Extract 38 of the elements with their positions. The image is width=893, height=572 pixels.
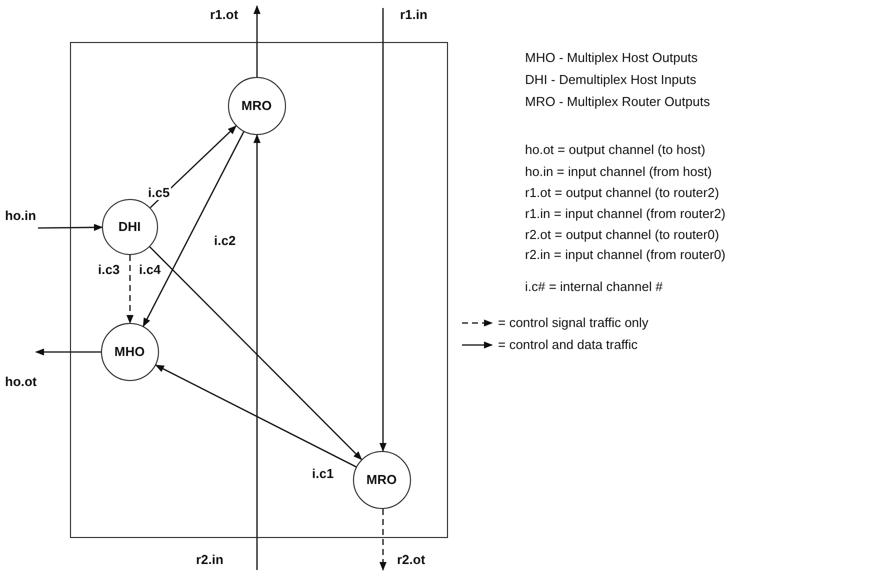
arrow [35, 348, 101, 356]
edge-label: i.c2 [213, 233, 237, 248]
edge-label: i.c3 [97, 262, 121, 277]
dashed-arrow [379, 508, 387, 571]
channel-name: r2.ot [397, 552, 426, 567]
note-text: r1.ot = output channel (to router2) [525, 185, 720, 200]
note-text: r2.in = input channel (from router0) [525, 247, 726, 262]
arrow [38, 224, 103, 231]
note-text: ho.ot = output channel (to host) [525, 142, 706, 157]
process-circle: MHO [100, 322, 159, 381]
note-text: DHI - Demultiplex Host Inputs [525, 72, 696, 87]
process-circle: MRO [352, 450, 411, 509]
channel-name: ho.in [5, 208, 36, 223]
arrow [142, 131, 244, 328]
channel-name: r1.ot [210, 7, 238, 22]
dashed-arrow [126, 255, 134, 324]
note-text: r1.in = input channel (from router2) [525, 206, 726, 221]
note-text: MRO - Multiplex Router Outputs [525, 94, 710, 109]
note-text: i.c# = internal channel # [525, 279, 663, 294]
edge-label: i.c5 [147, 185, 171, 200]
process-circle: MRO [228, 76, 286, 135]
note-text: ho.in = input channel (from host) [525, 164, 712, 179]
arrow [149, 246, 362, 460]
arrow [253, 134, 261, 570]
channel-name: r2.in [196, 552, 224, 567]
edge-label: i.c1 [311, 466, 335, 481]
arrow [379, 8, 387, 452]
process-circle: DHI [102, 198, 158, 255]
edge-label: i.c4 [138, 262, 162, 277]
note-text: MHO - Multiplex Host Outputs [525, 50, 698, 65]
channel-name: r1.in [400, 7, 428, 22]
arrow [253, 5, 261, 77]
legend-text: = control and data traffic [498, 337, 638, 352]
legend-text: = control signal traffic only [498, 315, 648, 330]
arrow [155, 364, 356, 468]
arrow [150, 125, 237, 208]
channel-name: ho.ot [5, 374, 37, 389]
note-text: r2.ot = output channel (to router0) [525, 227, 720, 242]
